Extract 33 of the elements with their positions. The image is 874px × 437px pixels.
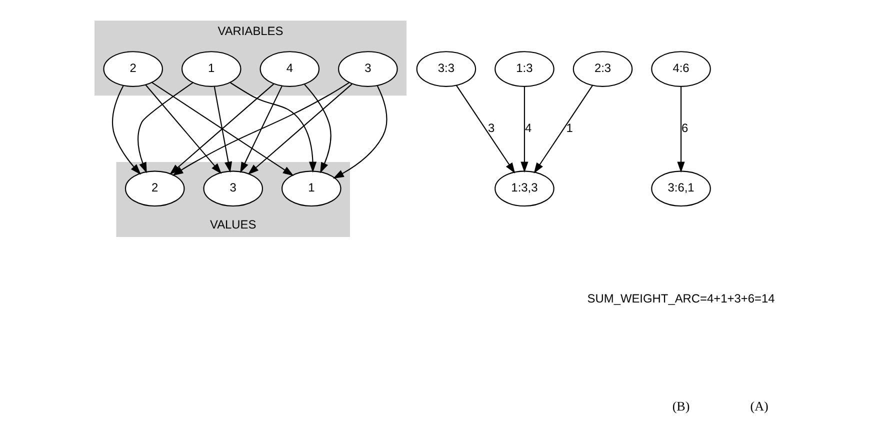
node-ellipse: 3 — [338, 51, 398, 87]
node-ellipse: 4:6 — [650, 51, 710, 87]
node-ellipse: 1:3,3 — [494, 170, 554, 207]
arrow — [455, 85, 515, 174]
node-ellipse: 2:3 — [572, 51, 632, 87]
node-ellipse: 4 — [259, 51, 320, 87]
node-ellipse: 1:3 — [494, 51, 554, 87]
label: (A) — [750, 398, 768, 414]
arrow — [172, 82, 349, 176]
edge-label: 3 — [487, 120, 494, 135]
arrow — [676, 86, 684, 173]
node-ellipse: 1 — [180, 51, 241, 87]
arrow — [520, 86, 528, 173]
arrow — [533, 85, 592, 174]
arrow — [213, 86, 232, 173]
arrow — [304, 84, 331, 174]
edge-label: 6 — [681, 120, 688, 135]
edge-label: 4 — [524, 120, 532, 135]
arrow — [230, 82, 316, 173]
node-ellipse: 3:6,1 — [650, 170, 710, 207]
label: SUM_WEIGHT_ARC=4+1+3+6=14 — [586, 292, 774, 306]
arrow — [332, 86, 387, 179]
node-ellipse: 3:3 — [416, 51, 476, 87]
node-ellipse: 2 — [124, 170, 184, 207]
node-ellipse: 1 — [281, 170, 341, 207]
arrow — [137, 82, 193, 174]
edge-label: 1 — [566, 120, 572, 135]
arrow — [112, 86, 141, 175]
arrow — [247, 84, 352, 175]
arrow — [240, 86, 282, 174]
node-ellipse: 3 — [202, 170, 263, 207]
label: (B) — [672, 398, 690, 414]
node-ellipse: 2 — [102, 51, 162, 87]
